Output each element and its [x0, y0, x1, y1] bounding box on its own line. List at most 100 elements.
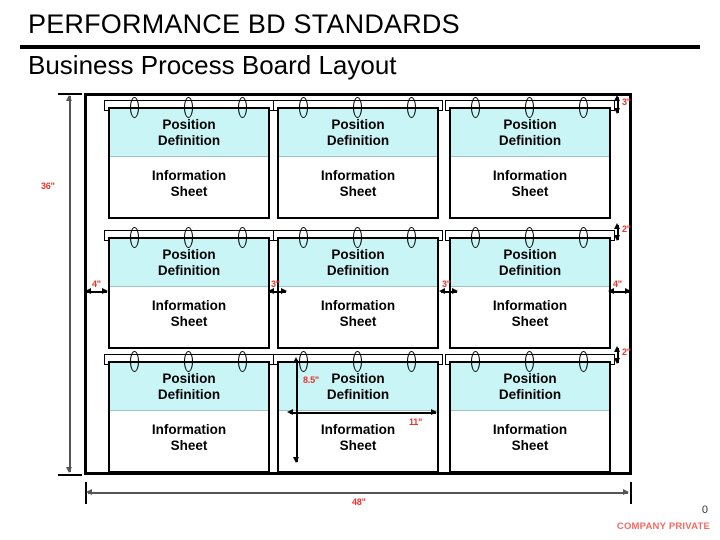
card-header-line-2: Definition — [498, 386, 562, 402]
dim-tick — [58, 93, 82, 95]
card-header-line-1: Position — [162, 370, 216, 386]
card-header-line-2: Definition — [498, 132, 562, 148]
dim-arrowhead — [623, 489, 629, 495]
dim-arrowhead — [439, 288, 445, 294]
card-body: Information Sheet — [279, 157, 437, 217]
card-header-line-2: Definition — [157, 386, 221, 402]
card-header-line-2: Definition — [157, 262, 221, 278]
dim-line — [88, 492, 628, 494]
document-card[interactable]: Position Definition Information Sheet — [108, 361, 270, 473]
card-header-line-2: Definition — [326, 386, 390, 402]
card-slot[interactable]: Position Definition Information Sheet — [104, 226, 274, 353]
card-header-line-1: Position — [331, 116, 385, 132]
card-header-line-1: Position — [162, 116, 216, 132]
card-header-line-2: Definition — [326, 262, 390, 278]
dim-tick — [58, 474, 82, 476]
card-slot[interactable]: Position Definition Information Sheet — [104, 96, 274, 223]
dim-label-row-gap-2: 2" — [622, 347, 631, 357]
card-header-line-1: Position — [331, 246, 385, 262]
dim-arrowhead — [66, 467, 72, 473]
dim-line — [617, 348, 619, 363]
dim-line — [87, 291, 107, 293]
card-slot[interactable]: Position Definition Information Sheet — [273, 226, 443, 353]
document-card[interactable]: Position Definition Information Sheet — [277, 107, 439, 219]
card-header: Position Definition — [279, 239, 437, 287]
dim-arrowhead — [625, 288, 631, 294]
dim-line — [610, 291, 630, 293]
dim-label-overall-width: 48" — [352, 497, 366, 507]
dim-line — [290, 412, 436, 414]
dim-arrowhead — [614, 223, 620, 229]
dim-arrowhead — [85, 288, 91, 294]
board-row: Position Definition Information Sheet Po… — [87, 96, 629, 223]
card-body-line-2: Sheet — [339, 184, 377, 199]
card-header: Position Definition — [451, 109, 609, 157]
card-slot[interactable]: Position Definition Information Sheet — [273, 96, 443, 223]
card-slot[interactable]: Position Definition Information Sheet — [445, 226, 615, 353]
dim-line — [617, 225, 619, 240]
dim-label-col-gap-1: 3" — [271, 279, 280, 289]
dim-arrowhead — [614, 235, 620, 241]
card-header: Position Definition — [279, 363, 437, 411]
dim-arrowhead — [293, 357, 299, 363]
page-title: PERFORMANCE BD STANDARDS — [28, 9, 460, 39]
board-row: Position Definition Information Sheet Po… — [87, 350, 629, 477]
board-row: Position Definition Information Sheet Po… — [87, 226, 629, 353]
dim-arrowhead — [102, 288, 108, 294]
card-body: Information Sheet — [451, 287, 609, 347]
dim-arrowhead — [608, 288, 614, 294]
card-body: Information Sheet — [110, 287, 268, 347]
card-header: Position Definition — [110, 109, 268, 157]
dim-arrowhead — [281, 288, 287, 294]
card-slot[interactable]: Position Definition Information Sheet — [445, 96, 615, 223]
dim-tick — [630, 482, 632, 504]
document-card[interactable]: Position Definition Information Sheet — [108, 237, 270, 349]
dim-line — [69, 96, 71, 472]
dim-label-right-margin: 4" — [613, 279, 622, 289]
dim-arrowhead — [293, 457, 299, 463]
document-card[interactable]: Position Definition Information Sheet — [449, 107, 611, 219]
card-header: Position Definition — [451, 363, 609, 411]
card-body-line-1: Information — [492, 298, 568, 314]
dim-arrowhead — [614, 346, 620, 352]
dim-arrowhead — [66, 95, 72, 101]
dim-label-card-height: 8.5" — [303, 375, 319, 385]
card-slot[interactable]: Position Definition Information Sheet — [273, 350, 443, 477]
dim-arrowhead — [287, 409, 293, 415]
card-body-line-1: Information — [320, 298, 396, 314]
dim-arrowhead — [452, 288, 458, 294]
dim-label-overall-height: 36" — [41, 181, 55, 191]
dim-arrowhead — [614, 108, 620, 114]
dim-label-row-gap-1: 2" — [622, 224, 631, 234]
dim-arrowhead — [86, 489, 92, 495]
card-body-line-2: Sheet — [339, 314, 377, 329]
document-card[interactable]: Position Definition Information Sheet — [449, 237, 611, 349]
document-card[interactable]: Position Definition Information Sheet — [108, 107, 270, 219]
card-body-line-1: Information — [492, 168, 568, 184]
card-body-line-1: Information — [320, 422, 396, 438]
document-card[interactable]: Position Definition Information Sheet — [277, 237, 439, 349]
dim-label-col-gap-2: 3" — [442, 279, 451, 289]
dim-line — [296, 360, 298, 462]
dim-label-top-margin: 3" — [622, 97, 631, 107]
card-body-line-2: Sheet — [170, 184, 208, 199]
document-card[interactable]: Position Definition Information Sheet — [277, 361, 439, 473]
card-body-line-2: Sheet — [170, 438, 208, 453]
card-body-line-2: Sheet — [511, 184, 549, 199]
document-card[interactable]: Position Definition Information Sheet — [449, 361, 611, 473]
card-body-line-2: Sheet — [339, 438, 377, 453]
confidentiality-notice: COMPANY PRIVATE — [616, 521, 710, 532]
card-slot[interactable]: Position Definition Information Sheet — [445, 350, 615, 477]
card-slot[interactable]: Position Definition Information Sheet — [104, 350, 274, 477]
dim-line — [270, 291, 286, 293]
card-header-line-1: Position — [331, 370, 385, 386]
card-header: Position Definition — [110, 239, 268, 287]
card-body-line-2: Sheet — [511, 314, 549, 329]
card-header: Position Definition — [110, 363, 268, 411]
card-header-line-2: Definition — [326, 132, 390, 148]
card-header-line-1: Position — [162, 246, 216, 262]
card-header-line-1: Position — [503, 246, 557, 262]
card-header-line-2: Definition — [498, 262, 562, 278]
dim-arrowhead — [431, 409, 437, 415]
page-subtitle: Business Process Board Layout — [28, 50, 397, 80]
